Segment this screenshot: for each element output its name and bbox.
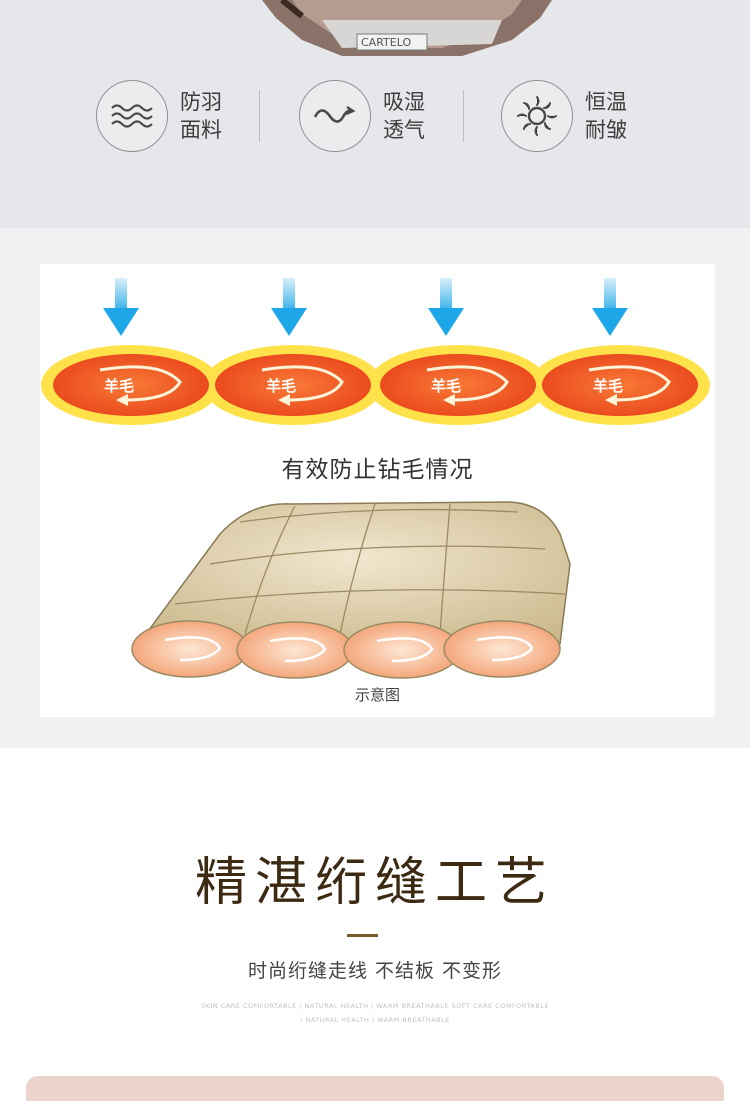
fine-print: / NATURAL HEALTH / WARM BREATHABLE (300, 1016, 450, 1024)
section-title: 精湛绗缝工艺 (194, 853, 555, 913)
feature-warm: 恒温耐皱 (501, 78, 633, 154)
pod-label: 羊毛 (104, 377, 134, 395)
arrow-down-icon (103, 278, 139, 336)
bag-brand-text: CARTELO (361, 36, 411, 49)
product-image-preview (26, 1076, 724, 1101)
waves-icon (96, 80, 168, 152)
diagram-panel: 羊毛 羊毛 羊毛 羊毛 (40, 264, 715, 717)
arrow-down-icon (592, 278, 628, 336)
quilt-illustration (131, 501, 571, 679)
title-accent-bar (347, 934, 378, 937)
feature-feather-proof: 防羽面料 (96, 78, 228, 154)
section-subtitle: 时尚绗缝走线 不结板 不变形 (247, 960, 503, 982)
fine-print: SKIN CARE COMFORTABLE / NATURAL HEALTH /… (201, 1002, 549, 1010)
divider (259, 90, 260, 142)
feature-label: 防羽面料 (180, 90, 222, 142)
pod-label: 羊毛 (593, 377, 623, 395)
schematic-label: 示意图 (354, 686, 400, 704)
feature-label: 恒温耐皱 (585, 90, 627, 142)
arrow-down-icon (428, 278, 464, 336)
anti-leak-diagram: 羊毛 羊毛 羊毛 羊毛 (41, 278, 710, 679)
sun-icon (501, 80, 573, 152)
diagram-caption: 有效防止钻毛情况 (281, 457, 474, 483)
pod-label: 羊毛 (266, 377, 296, 395)
feature-breathable: 吸湿透气 (299, 78, 431, 154)
wave-curve-icon (299, 80, 371, 152)
pod-label: 羊毛 (431, 377, 461, 395)
wool-pods: 羊毛 羊毛 羊毛 羊毛 (41, 345, 710, 425)
feature-band: CARTELO 防羽面料 吸湿透气 (0, 0, 750, 228)
feature-label: 吸湿透气 (383, 90, 425, 142)
arrow-down-icon (271, 278, 307, 336)
product-bag-image: CARTELO (262, 0, 552, 56)
divider (463, 90, 464, 142)
pressure-arrows (103, 278, 628, 336)
